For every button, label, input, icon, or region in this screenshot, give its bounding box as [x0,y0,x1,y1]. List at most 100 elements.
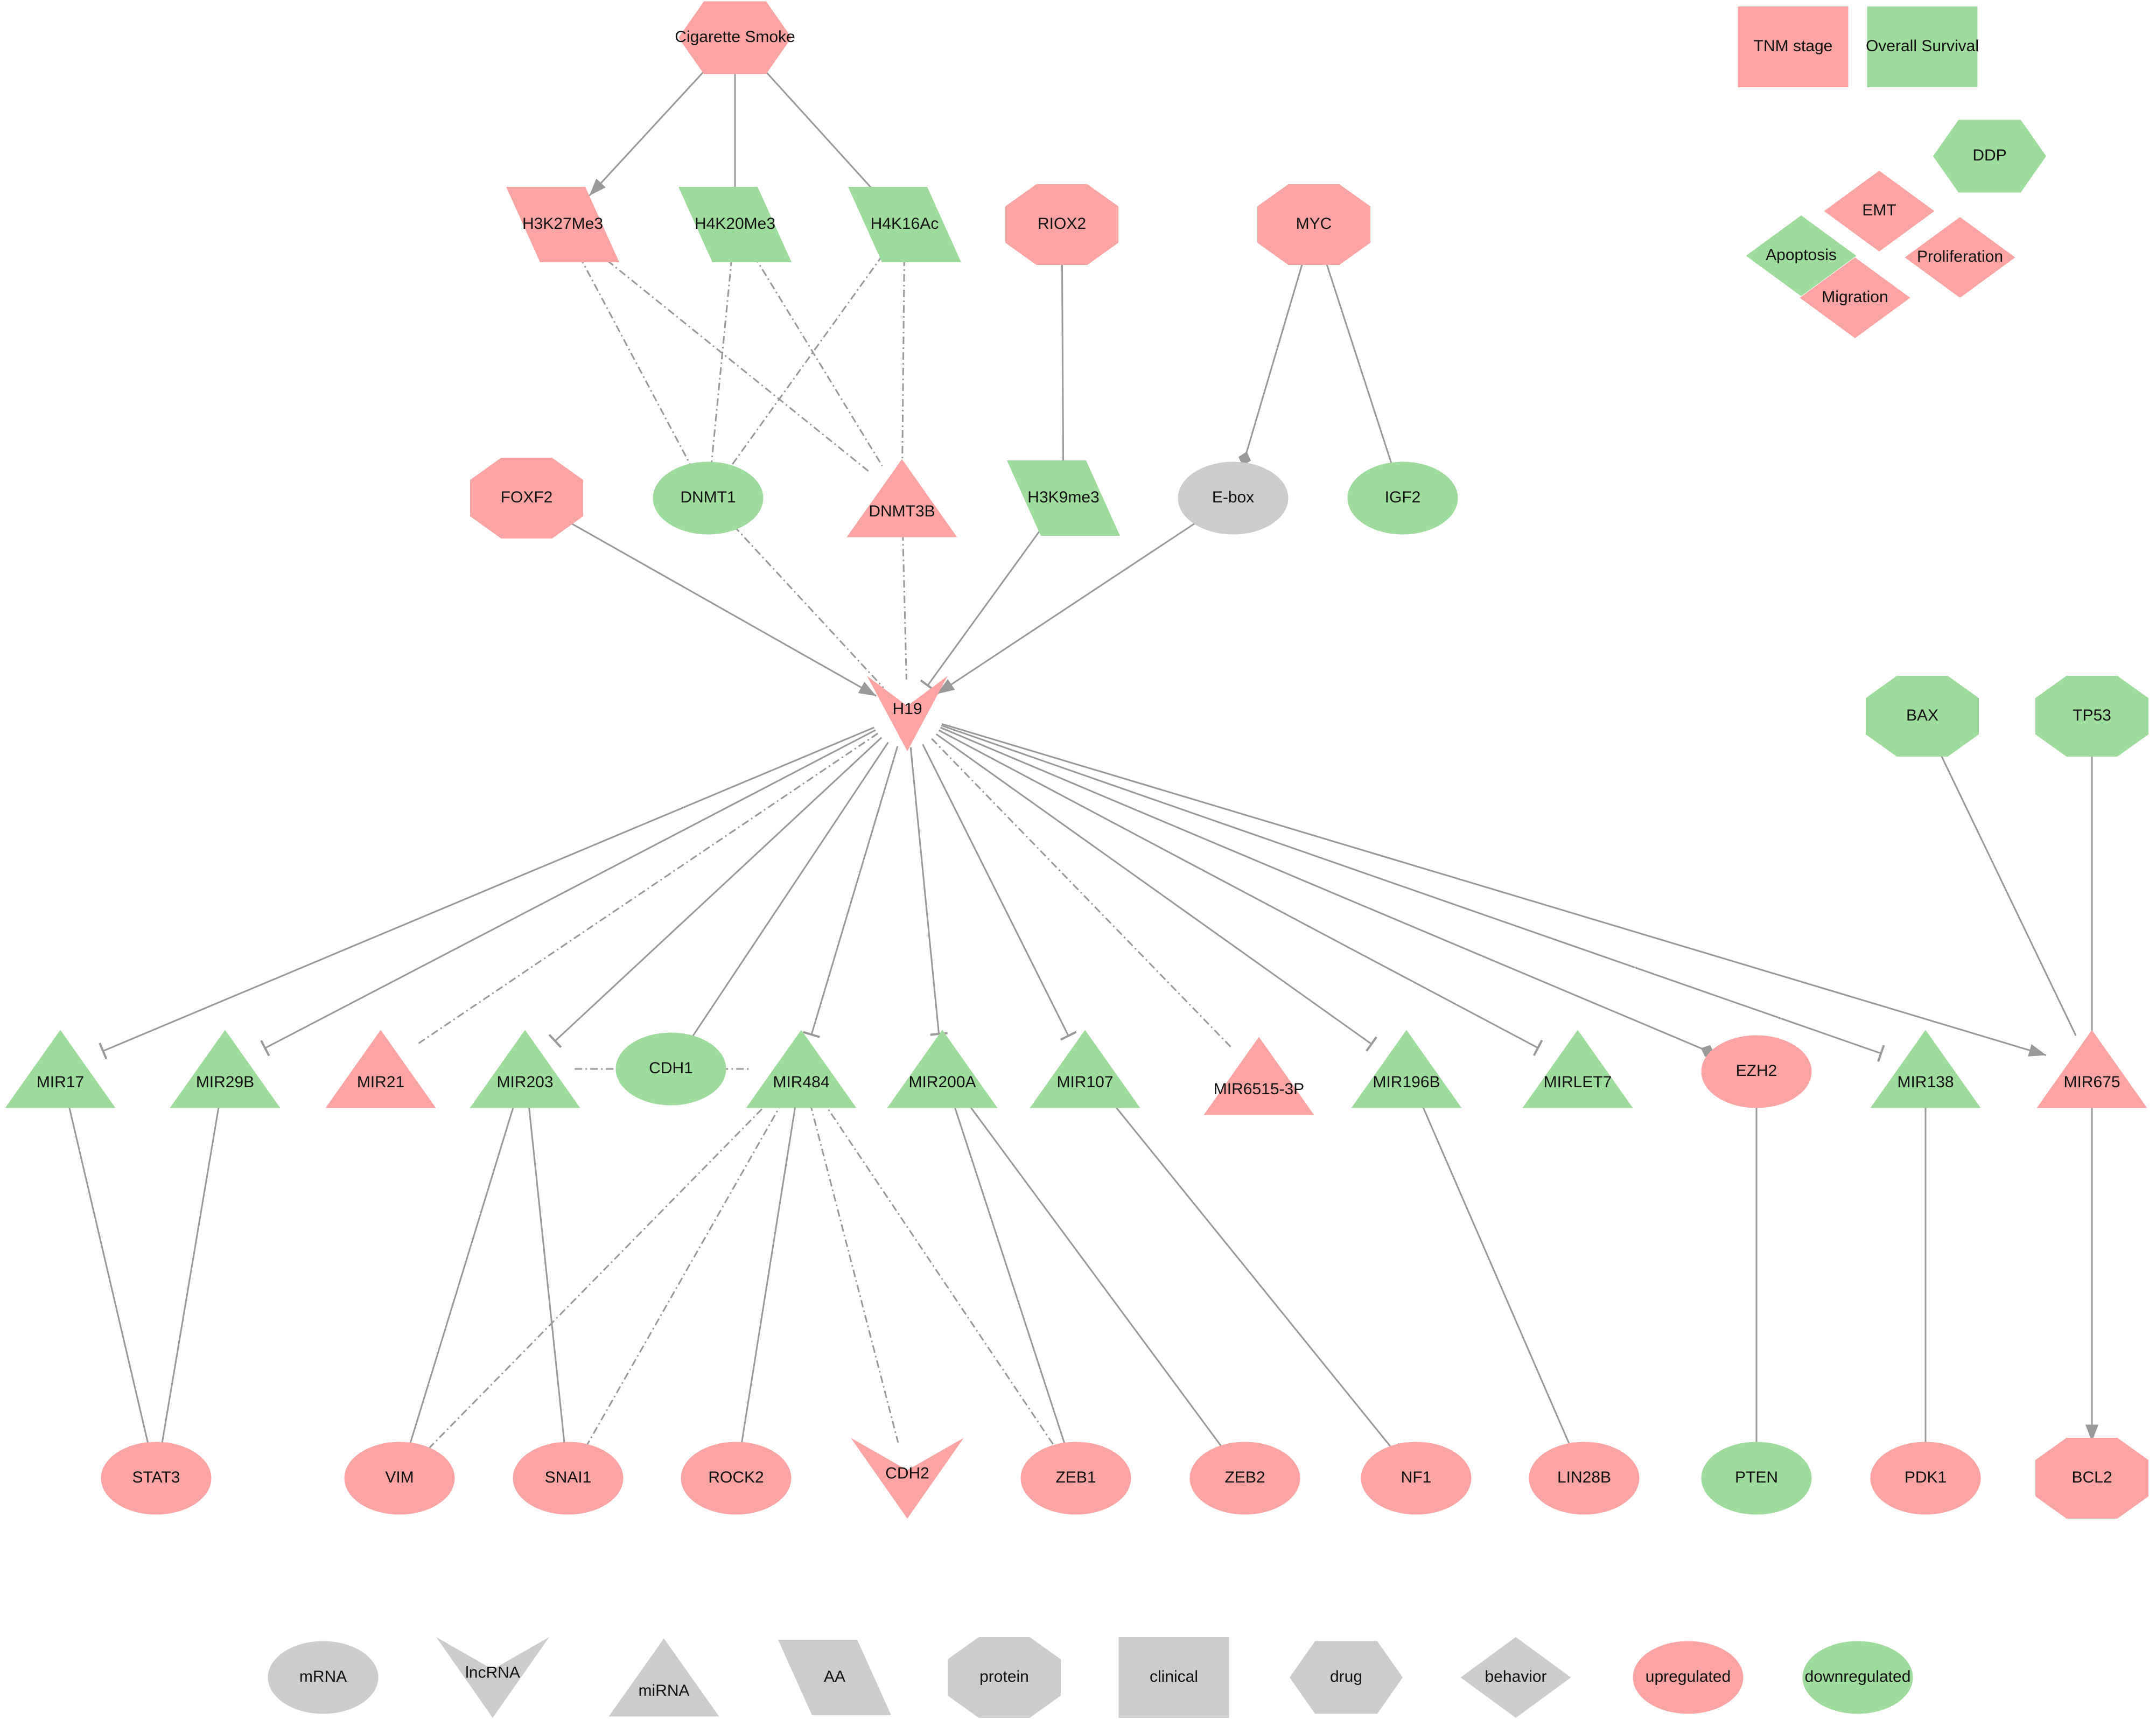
edge-mir203-vim [408,1103,515,1446]
node-shape [470,458,583,539]
node-stat3[interactable]: STAT3 [101,1442,212,1515]
node-zeb1[interactable]: ZEB1 [1020,1442,1131,1515]
edge-h3k27-dnmt1 [579,256,692,468]
node-cdh2[interactable]: CDH2 [851,1438,964,1519]
node-h19[interactable]: H19 [867,676,948,751]
node-shape [2035,676,2148,757]
legend-swatch [778,1640,891,1715]
node-shape [615,1032,726,1106]
node-shape [1007,460,1120,536]
node-foxf2[interactable]: FOXF2 [470,458,583,539]
node-mir675[interactable]: MIR675 [2036,1030,2147,1108]
node-mir107[interactable]: MIR107 [1030,1030,1140,1108]
node-bax[interactable]: BAX [1866,676,1979,757]
node-nf1[interactable]: NF1 [1361,1442,1472,1515]
inhibit-bar-head [1532,1039,1543,1056]
node-mir200a[interactable]: MIR200A [887,1030,998,1108]
node-dnmt3b[interactable]: DNMT3B [846,459,957,537]
node-mir196b[interactable]: MIR196B [1351,1030,1462,1108]
legend-swatch [268,1641,379,1714]
node-igf2[interactable]: IGF2 [1347,462,1458,535]
node-cdh1[interactable]: CDH1 [615,1032,726,1106]
node-shape [1870,1030,1981,1108]
node-label: MIR196B [1373,1073,1440,1091]
node-tp53[interactable]: TP53 [2035,676,2148,757]
node-label: NF1 [1401,1469,1432,1486]
node-shape [1529,1442,1640,1515]
node-label: H3K9me3 [1027,488,1099,506]
edge-h3k27-dnmt3b [594,250,870,473]
legend-item-mrna: mRNA [268,1641,379,1714]
node-dnmt1[interactable]: DNMT1 [653,462,764,535]
node-label: MYC [1296,215,1332,233]
edge-mir200a-zeb2 [964,1099,1231,1455]
node-mir138[interactable]: MIR138 [1870,1030,1981,1108]
node-rock2[interactable]: ROCK2 [681,1442,792,1515]
node-riox2[interactable]: RIOX2 [1005,184,1118,265]
node-label: ZEB2 [1224,1469,1265,1486]
node-migration[interactable]: Migration [1800,257,1910,338]
node-vim[interactable]: VIM [344,1442,455,1515]
node-proliferation[interactable]: Proliferation [1905,217,2015,298]
node-shape [325,1030,436,1108]
node-label: CDH1 [649,1059,693,1077]
node-shape [1020,1442,1131,1515]
legend-label: miRNA [639,1682,690,1700]
node-ddp[interactable]: DDP [1933,120,2046,193]
node-os[interactable]: Overall Survival [1866,6,1979,87]
edge-h19-mir200a [909,747,948,1036]
node-apoptosis[interactable]: Apoptosis [1746,215,1857,296]
node-label: H4K16Ac [871,215,939,233]
node-shape [1867,6,1978,87]
node-label: EZH2 [1736,1062,1777,1080]
node-pten[interactable]: PTEN [1701,1442,1812,1515]
node-label: CDH2 [885,1464,929,1482]
node-h4k20[interactable]: H4K20Me3 [678,187,792,262]
inhibit-bar-head [803,1031,820,1038]
legend-item-aa: AA [778,1640,891,1715]
node-bcl2[interactable]: BCL2 [2035,1438,2148,1519]
edge-h19-mir203 [548,737,883,1048]
node-mir17[interactable]: MIR17 [5,1030,116,1108]
legend-label: clinical [1150,1668,1198,1686]
node-zeb2[interactable]: ZEB2 [1189,1442,1300,1515]
node-label: PTEN [1735,1469,1778,1486]
node-shape [2035,1438,2148,1519]
node-tnm[interactable]: TNM stage [1738,6,1849,87]
node-emt[interactable]: EMT [1824,171,1935,251]
node-label: PDK1 [1905,1469,1947,1486]
node-shape [746,1030,857,1108]
node-mir6515[interactable]: MIR6515-3P [1203,1037,1314,1115]
node-shape [846,459,957,537]
edge-h19-mir196b [935,733,1377,1052]
node-label: MIR138 [1897,1073,1954,1091]
node-mir21[interactable]: MIR21 [325,1030,436,1108]
node-h3k27[interactable]: H3K27Me3 [506,187,619,262]
edge-dnmt1-h19 [733,525,884,689]
node-mir484[interactable]: MIR484 [746,1030,857,1108]
node-mir29b[interactable]: MIR29B [170,1030,281,1108]
node-ebox[interactable]: E-box [1178,462,1289,535]
node-shape [1824,171,1935,251]
node-label: MIR675 [2063,1073,2120,1091]
edge-cigarette-h4k20 [726,70,744,192]
node-shape [1746,215,1857,296]
node-label: MIR107 [1056,1073,1113,1091]
node-pdk1[interactable]: PDK1 [1870,1442,1981,1515]
node-mir203[interactable]: MIR203 [470,1030,580,1108]
node-cigarette[interactable]: Cigarette Smoke [675,1,795,74]
legend-item-drug: drug [1290,1641,1403,1714]
legend-label: drug [1330,1668,1362,1686]
node-shape [470,1030,580,1108]
legend-swatch [1460,1637,1571,1718]
node-snai1[interactable]: SNAI1 [513,1442,624,1515]
node-myc[interactable]: MYC [1257,184,1370,265]
node-lin28b[interactable]: LIN28B [1529,1442,1640,1515]
node-mirlet7[interactable]: MIRLET7 [1522,1030,1633,1108]
edge-h4k16-dnmt1 [729,254,884,469]
node-shape [1347,462,1458,535]
node-label: TP53 [2073,707,2111,724]
node-h4k16[interactable]: H4K16Ac [848,187,961,262]
node-h3k9[interactable]: H3K9me3 [1007,460,1120,536]
node-ezh2[interactable]: EZH2 [1701,1035,1812,1108]
